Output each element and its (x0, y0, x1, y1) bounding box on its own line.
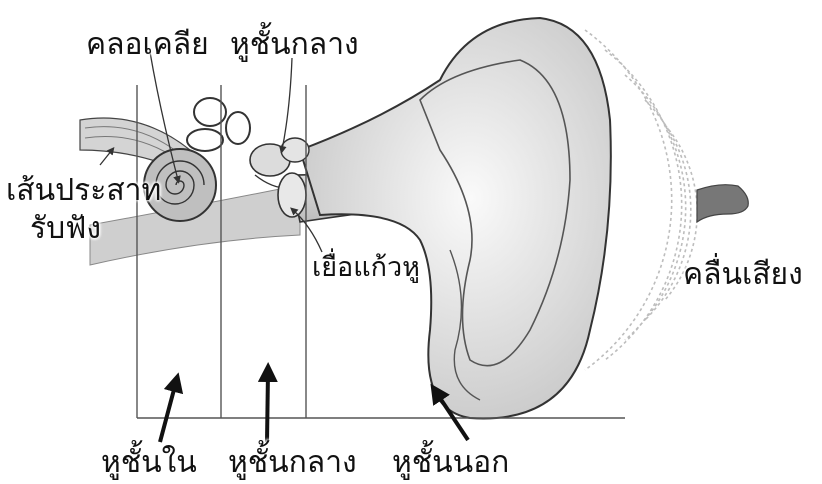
outer-ear-label: หูชั้นนอก (392, 448, 509, 478)
sound-wave-label: คลื่นเสียง (683, 260, 803, 290)
eardrum-shape (278, 173, 306, 217)
region-arrows (160, 372, 468, 442)
pinna-shape (300, 18, 611, 418)
middle-ear-label: หูชั้นกลาง (228, 448, 357, 478)
auditory-nerve-label-line2: รับฟัง (30, 214, 101, 244)
inner-ear-label: หูชั้นใน (101, 448, 197, 478)
auditory-nerve-label: เส้นประสาท (6, 176, 161, 206)
middle-ear-top-label: หูชั้นกลาง (230, 30, 359, 60)
cochlea-label: คลอเคลีย (86, 30, 209, 60)
sound-source-icon (697, 185, 748, 222)
eardrum-label: เยื่อแก้วหู (312, 254, 420, 281)
semicircular-canals (187, 98, 250, 151)
